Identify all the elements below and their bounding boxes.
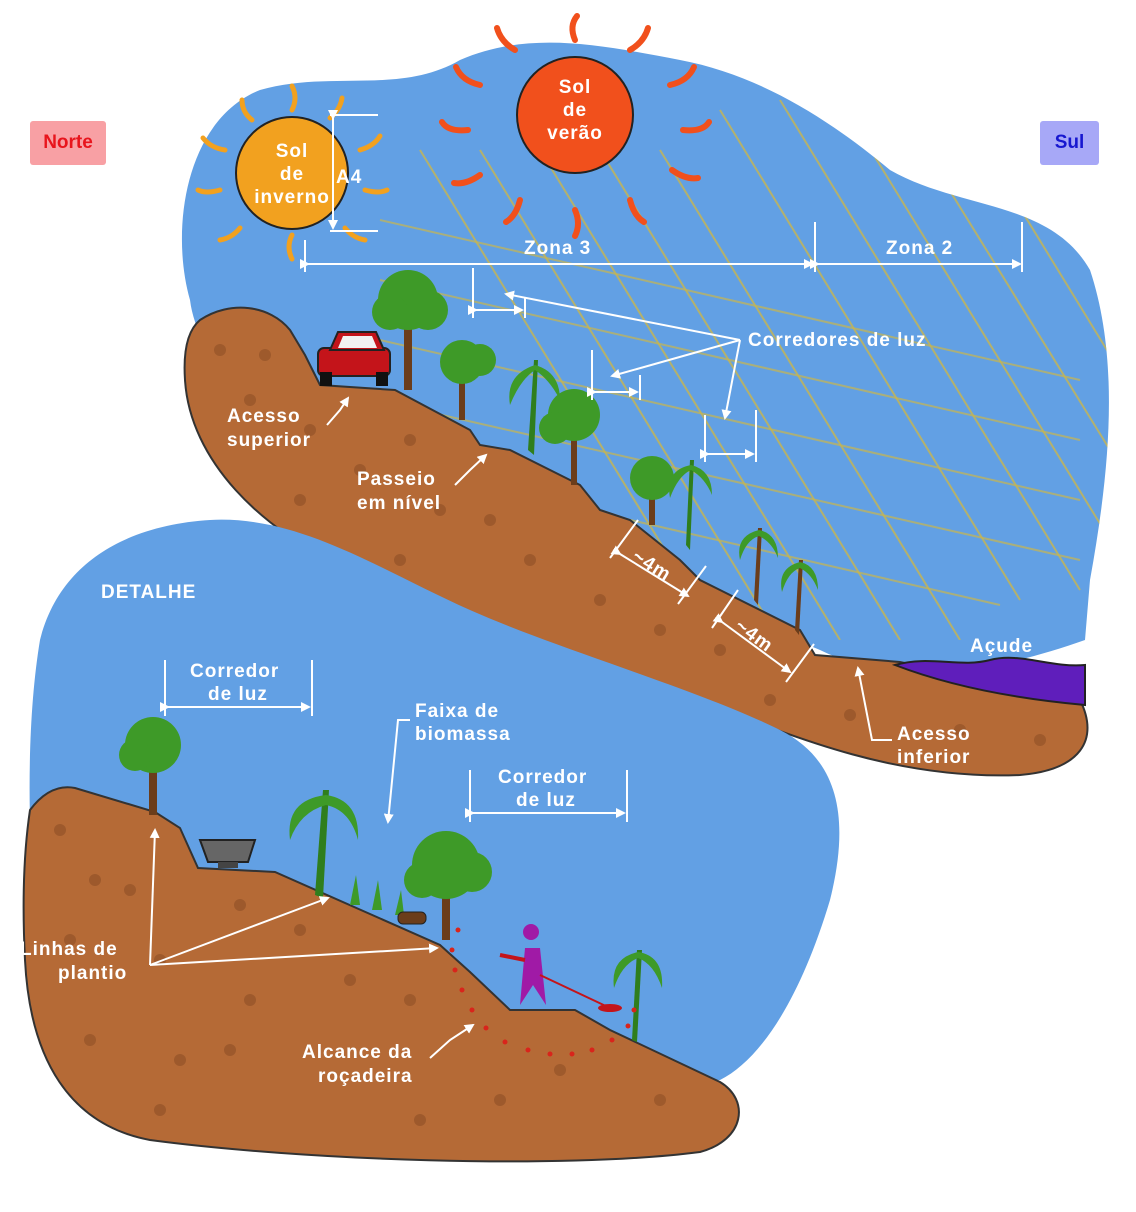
car-icon — [317, 331, 391, 386]
planting-lines-line2: plantio — [58, 963, 127, 984]
level-path-line1: Passeio — [357, 469, 436, 490]
lower-trees — [119, 717, 663, 1042]
pot-icon — [198, 839, 257, 868]
level-path-line2: em nível — [357, 493, 441, 514]
tree-icon — [119, 717, 181, 815]
upper-access-line1: Acesso — [227, 406, 301, 427]
zone-markers — [300, 222, 1023, 272]
light-corridors-label: Corredores de luz — [748, 330, 927, 351]
biomass-pointer — [383, 719, 410, 824]
north-text: Norte — [43, 132, 93, 153]
upper-sky — [181, 42, 1109, 673]
north-label: Norte — [30, 121, 106, 165]
tree-icon — [404, 831, 492, 940]
tree-icon — [372, 270, 448, 390]
brushcutter-reach-line1: Alcance da — [302, 1042, 412, 1063]
access-pointers — [326, 396, 488, 486]
detail-corridor1-line1: Corredor — [190, 661, 279, 682]
winter-sun-marker-label: A4 — [336, 167, 362, 188]
palm-icon — [739, 528, 778, 605]
palm-icon — [613, 950, 663, 1042]
worker-icon — [499, 924, 622, 1012]
summer-sun-line3: verão — [547, 123, 603, 144]
summer-sun-icon: Sol de verão — [439, 13, 712, 239]
zone3-label: Zona 3 — [524, 238, 591, 259]
zone2-label: Zona 2 — [886, 238, 953, 259]
soil-texture — [214, 344, 1046, 746]
lower-access-line1: Acesso — [897, 724, 971, 745]
reach-pointer — [429, 1023, 475, 1059]
south-label: Sul — [1040, 121, 1099, 165]
summer-sun-line2: de — [563, 100, 587, 121]
winter-sun-marker — [328, 110, 378, 232]
pond-label: Açude — [970, 636, 1033, 657]
biomass-line2: biomassa — [415, 724, 511, 745]
tree-icon — [539, 389, 600, 485]
planting-lines-pointers — [149, 828, 439, 966]
palm-icon — [509, 360, 560, 455]
summer-sun-line1: Sol — [559, 77, 592, 98]
detail-corridor2-line1: Corredor — [498, 767, 587, 788]
grass-icon — [350, 875, 404, 915]
winter-sun-line2: de — [280, 164, 304, 185]
winter-sun-line3: inverno — [254, 187, 330, 208]
detail-corridor-markers — [160, 660, 628, 822]
lower-access-pointer — [854, 666, 892, 741]
detail-corridor2-line2: de luz — [516, 790, 576, 811]
detail-title: DETALHE — [101, 582, 196, 603]
soil-texture — [54, 824, 666, 1126]
pond — [891, 656, 1086, 707]
upper-trees — [372, 270, 818, 635]
corridor-markers — [468, 268, 757, 462]
lower-access-line2: inferior — [897, 747, 970, 768]
south-text: Sul — [1054, 132, 1085, 153]
palm-icon — [669, 460, 712, 550]
planting-lines-line1: Linhas de — [20, 939, 118, 960]
brushcutter-reach — [449, 927, 637, 1057]
brushcutter-reach-line2: roçadeira — [318, 1066, 413, 1087]
biomass-line1: Faixa de — [415, 701, 499, 722]
tree-icon — [440, 340, 496, 420]
palm-icon — [289, 790, 359, 898]
winter-sun-line1: Sol — [276, 141, 309, 162]
detail-corridor1-line2: de luz — [208, 684, 268, 705]
log-icon — [397, 911, 427, 925]
tree-icon — [630, 456, 674, 525]
upper-access-line2: superior — [227, 430, 311, 451]
spacing-markers — [609, 519, 815, 683]
palm-icon — [781, 560, 818, 635]
winter-sun-icon: Sol de inverno — [195, 83, 390, 262]
